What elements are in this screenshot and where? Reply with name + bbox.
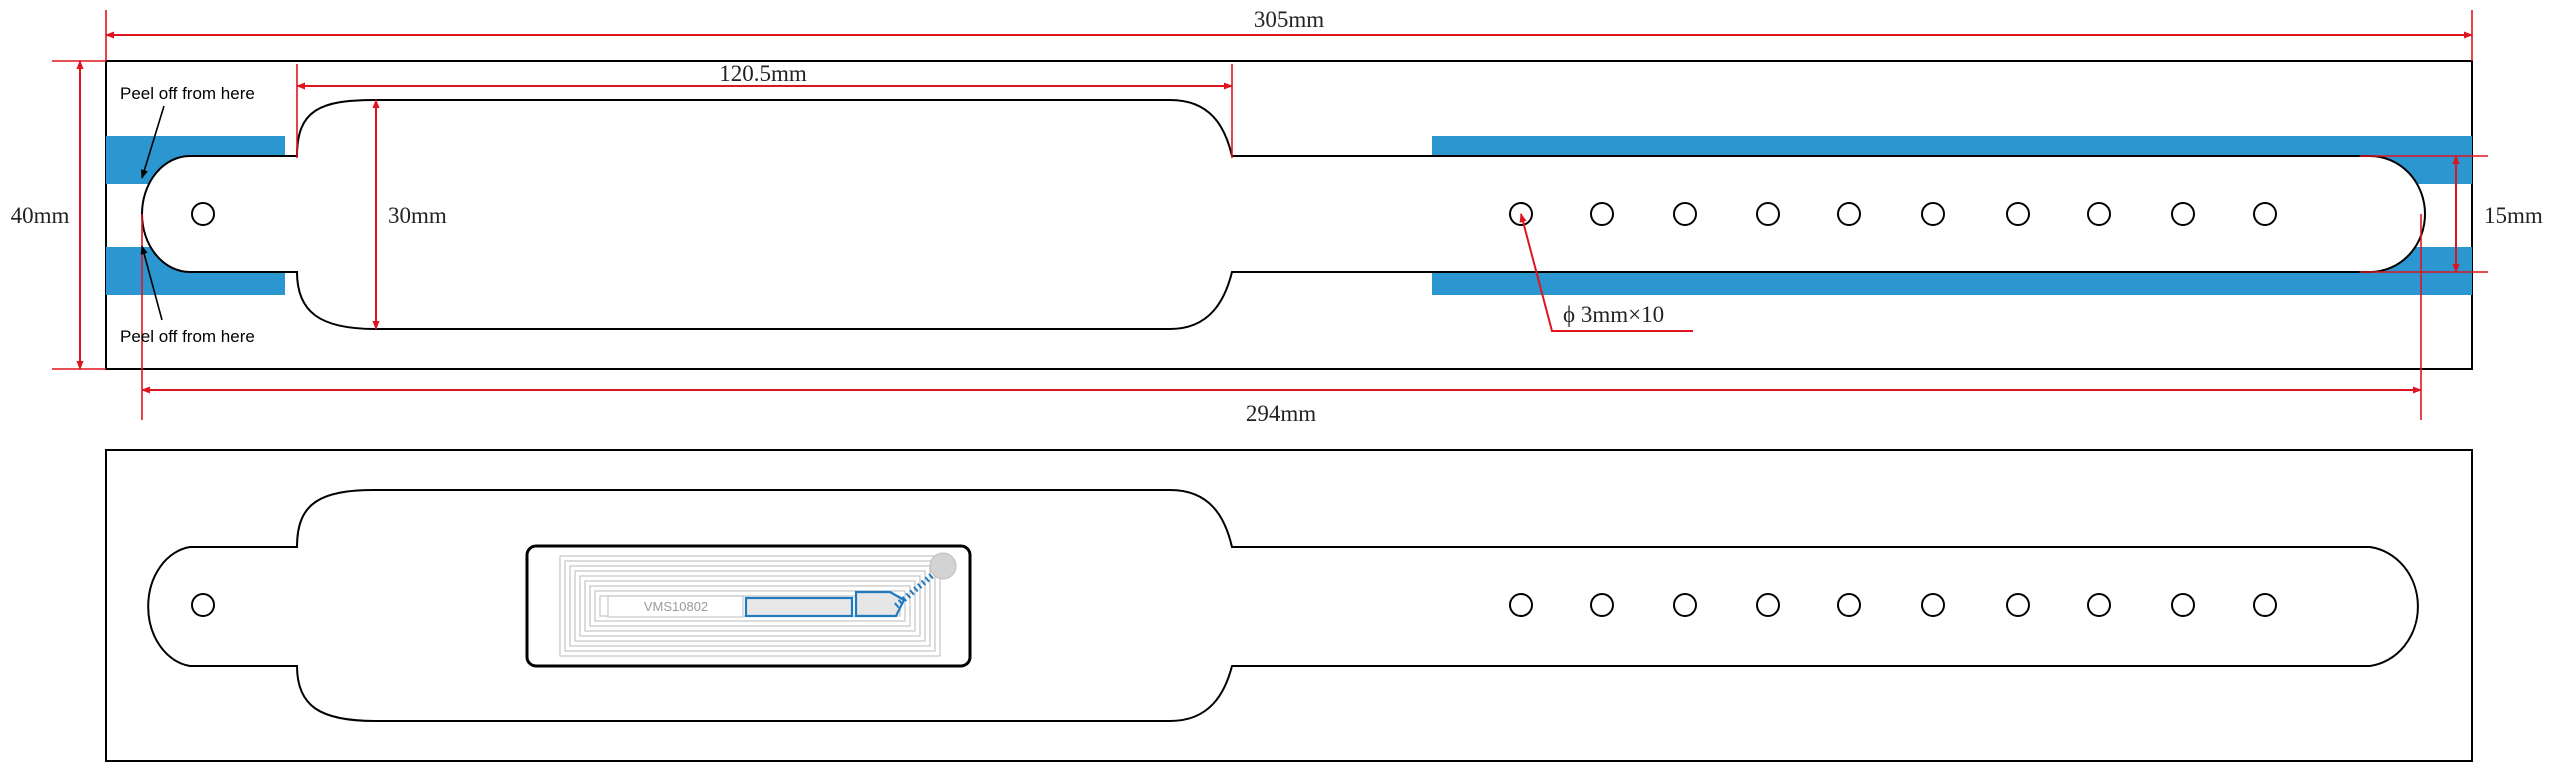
- buckle-hole: [191, 202, 215, 226]
- nfc-chip-icon: VMS10802: [525, 544, 972, 668]
- dim-face-length: 120.5mm: [719, 61, 807, 86]
- adjustment-hole: [1756, 202, 1780, 226]
- dim-band-width: 15mm: [2484, 203, 2543, 228]
- adjustment-hole: [1590, 202, 1614, 226]
- antenna-coil: [579, 575, 921, 637]
- bottom-strap-outline: [147, 489, 2419, 722]
- adjustment-hole-bottom: [1921, 593, 1945, 617]
- antenna-coil: [589, 585, 911, 627]
- antenna-coil: [584, 580, 916, 632]
- adjustment-hole-bottom: [2087, 593, 2111, 617]
- hole-callout-leader: [1519, 213, 1693, 332]
- dim-total-width: 40mm: [11, 203, 70, 228]
- top-sheet-outline: [105, 60, 2473, 370]
- antenna-coil: [594, 590, 906, 622]
- hole-spec-label: ϕ 3mm×10: [1563, 302, 1664, 327]
- antenna-coil: [564, 560, 936, 652]
- top-view: 305mm 120.5mm 40mm 30mm 15mm 294mm ϕ 3mm…: [11, 7, 2543, 426]
- adjustment-hole: [1673, 202, 1697, 226]
- peel-note-bottom: Peel off from here: [120, 327, 255, 346]
- antenna-coil: [569, 565, 931, 647]
- bottom-view: VMS10802: [105, 449, 2473, 762]
- adjustment-hole: [2006, 202, 2030, 226]
- chip-model-label: VMS10802: [644, 599, 708, 614]
- adjustment-hole-bottom: [1509, 593, 1533, 617]
- adjustment-hole-bottom: [1756, 593, 1780, 617]
- adjustment-hole: [2087, 202, 2111, 226]
- adjustment-hole: [2253, 202, 2277, 226]
- adjustment-hole-bottom: [1673, 593, 1697, 617]
- adjustment-hole: [2171, 202, 2195, 226]
- peel-arrow-bottom: [140, 245, 163, 321]
- bottom-sheet-outline: [105, 449, 2473, 762]
- adjustment-holes-bottom: [1509, 593, 2277, 617]
- adjustment-hole: [1837, 202, 1861, 226]
- adjustment-hole-bottom: [2253, 593, 2277, 617]
- adjustment-hole: [1921, 202, 1945, 226]
- antenna-coil: [574, 570, 926, 642]
- peel-note-top: Peel off from here: [120, 84, 255, 103]
- adjustment-hole-bottom: [2171, 593, 2195, 617]
- peel-arrow-top: [140, 105, 165, 179]
- adjustment-hole-bottom: [1590, 593, 1614, 617]
- buckle-hole-bottom: [191, 593, 215, 617]
- dim-face-height: 30mm: [388, 203, 447, 228]
- dim-strap-length: 294mm: [1246, 401, 1316, 426]
- adjustment-hole-bottom: [2006, 593, 2030, 617]
- dim-total-length: 305mm: [1254, 7, 1324, 32]
- antenna-coil: [559, 555, 941, 657]
- adjustment-hole-bottom: [1837, 593, 1861, 617]
